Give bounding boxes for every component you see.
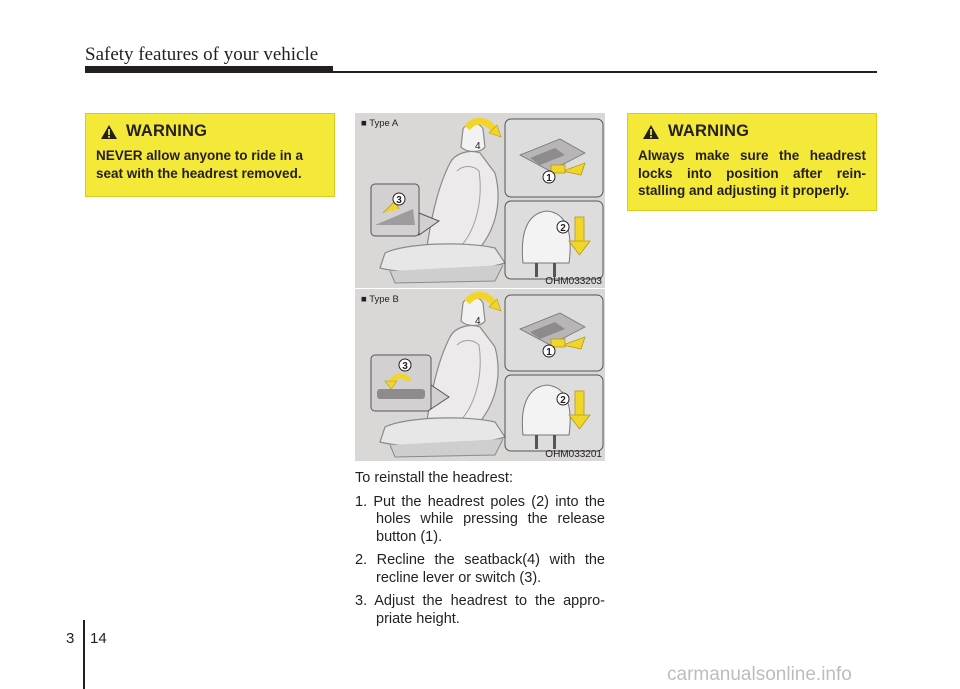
callout-3: 3 — [402, 361, 408, 372]
callout-2: 2 — [560, 223, 566, 234]
callout-1: 1 — [546, 347, 552, 358]
instructions: To reinstall the headrest: 1. Put the he… — [355, 470, 605, 634]
warning-text: NEVER allow anyone to ride in a seat wit… — [96, 148, 304, 181]
warning-triangle-icon — [101, 124, 117, 139]
callout-4: 4 — [475, 141, 481, 152]
warning-triangle-icon — [643, 124, 659, 139]
callout-1: 1 — [546, 173, 552, 184]
footer-divider — [83, 620, 85, 689]
figure-code: OHM033201 — [545, 449, 602, 460]
header-rule-accent — [85, 66, 333, 72]
warning-header: WARNING — [100, 122, 324, 141]
warning-box-right: WARNING Always make sure the headrest lo… — [627, 113, 877, 211]
warning-header: WARNING — [642, 122, 866, 141]
watermark: carmanualsonline.info — [667, 664, 852, 685]
callout-4: 4 — [475, 316, 481, 327]
instruction-step: 3. Adjust the headrest to the appro- pri… — [355, 593, 605, 627]
warning-title: WARNING — [668, 122, 750, 140]
instruction-step: 2. Recline the seatback(4) with the recl… — [355, 552, 605, 586]
figure-type-label: ■ Type A — [361, 118, 399, 129]
figure-type-b: ■ Type B 4 3 1 — [355, 289, 605, 461]
instructions-intro: To reinstall the headrest: — [355, 470, 513, 486]
warning-text: Always make sure the headrest locks into… — [638, 148, 866, 198]
page-number: 14 — [90, 630, 107, 647]
seat-illustration: 4 3 1 2 — [370, 291, 604, 458]
section-title: Safety features of your vehicle — [85, 44, 319, 65]
figure-code: OHM033203 — [545, 276, 602, 287]
callout-3: 3 — [396, 195, 402, 206]
seat-illustration: 4 3 1 2 — [370, 117, 604, 284]
figure-type-a: ■ Type A 4 3 1 2 — [355, 113, 605, 288]
figure-type-label: ■ Type B — [361, 294, 399, 305]
warning-box-left: WARNING NEVER allow anyone to ride in a … — [85, 113, 335, 197]
instruction-step: 1. Put the headrest poles (2) into the h… — [355, 493, 605, 545]
chapter-number: 3 — [66, 630, 75, 647]
header-rule — [85, 71, 877, 73]
warning-title: WARNING — [126, 122, 208, 140]
callout-2: 2 — [560, 395, 566, 406]
